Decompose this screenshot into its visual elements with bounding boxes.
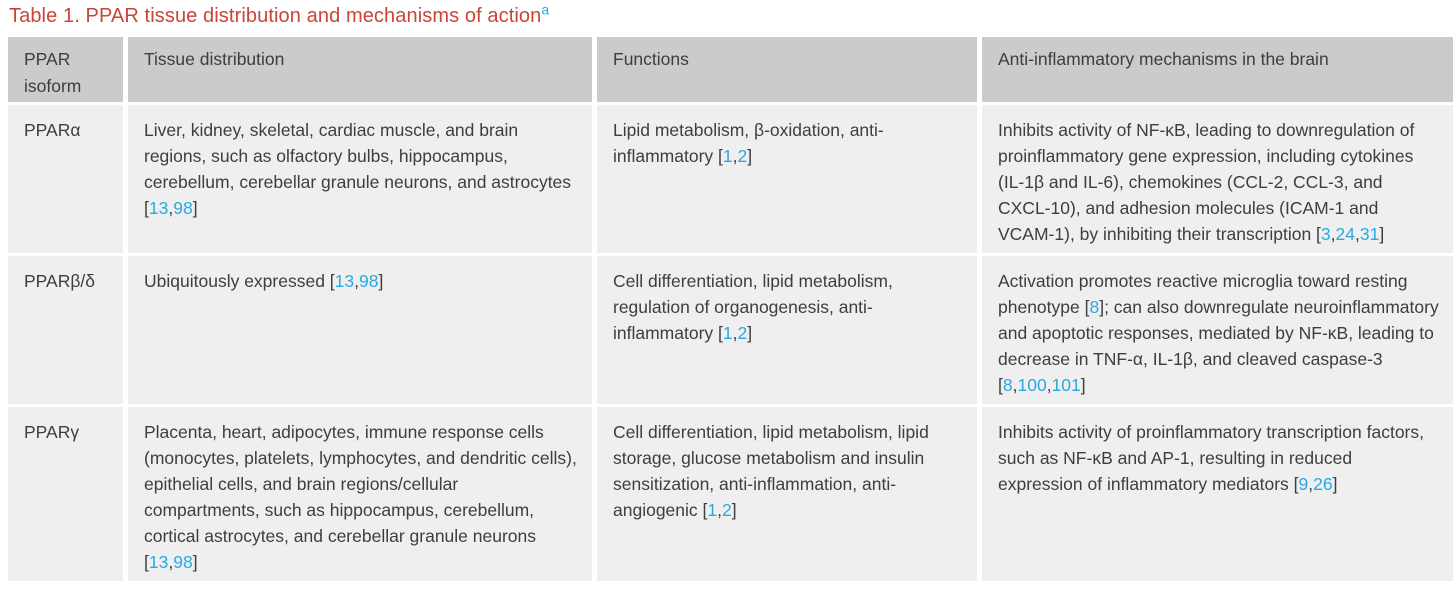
cell-isoform-ppar-gamma: PPARγ xyxy=(8,407,128,581)
cell-mechanisms-ppar-alpha: Inhibits activity of NF-κB, leading to d… xyxy=(982,105,1453,256)
cell-text: ] xyxy=(731,500,737,520)
cell-text: ] xyxy=(1332,474,1338,494)
cell-tissue-ppar-gamma: Placenta, heart, adipocytes, immune resp… xyxy=(128,407,597,581)
table-row-ppar-alpha: PPARα Liver, kidney, skeletal, cardiac m… xyxy=(8,105,1453,256)
table-row-ppar-beta-delta: PPARβ/δ Ubiquitously expressed [13,98] C… xyxy=(8,256,1453,407)
cell-mechanisms-ppar-beta-delta: Activation promotes reactive microglia t… xyxy=(982,256,1453,407)
reference-link[interactable]: 8 xyxy=(1002,375,1013,395)
reference-link[interactable]: 98 xyxy=(359,271,379,291)
table-title: Table 1. PPAR tissue distribution and me… xyxy=(0,0,1456,28)
cell-text: ] xyxy=(192,198,198,218)
column-header-tissue-distribution: Tissue distribution xyxy=(128,37,597,105)
cell-text: , xyxy=(168,552,174,572)
cell-isoform-ppar-alpha: PPARα xyxy=(8,105,128,256)
reference-link[interactable]: 1 xyxy=(722,146,733,166)
cell-text: Activation promotes reactive microglia t… xyxy=(998,271,1408,317)
cell-text: Cell differentiation, lipid metabolism, … xyxy=(613,271,893,343)
reference-link[interactable]: 13 xyxy=(334,271,355,291)
cell-functions-ppar-beta-delta: Cell differentiation, lipid metabolism, … xyxy=(597,256,982,407)
cell-functions-ppar-alpha: Lipid metabolism, β-oxidation, anti-infl… xyxy=(597,105,982,256)
cell-text: ] xyxy=(1080,375,1086,395)
table-header: PPAR isoform Tissue distribution Functio… xyxy=(8,37,1453,105)
table-body: PPARα Liver, kidney, skeletal, cardiac m… xyxy=(8,105,1453,581)
cell-text: , xyxy=(1330,224,1336,244)
cell-text: ] xyxy=(747,146,753,166)
reference-link[interactable]: 13 xyxy=(148,198,169,218)
cell-text: , xyxy=(1046,375,1052,395)
reference-link[interactable]: 100 xyxy=(1017,375,1047,395)
reference-link[interactable]: 3 xyxy=(1320,224,1331,244)
cell-text: , xyxy=(1012,375,1018,395)
cell-text: , xyxy=(1354,224,1360,244)
cell-isoform-ppar-beta-delta: PPARβ/δ xyxy=(8,256,128,407)
cell-text: Liver, kidney, skeletal, cardiac muscle,… xyxy=(144,120,572,218)
cell-text: ] xyxy=(747,323,753,343)
cell-text: Ubiquitously expressed [ xyxy=(144,271,335,291)
cell-text: ] xyxy=(378,271,384,291)
cell-text: Lipid metabolism, β-oxidation, anti-infl… xyxy=(613,120,884,166)
cell-text: , xyxy=(717,500,722,520)
cell-mechanisms-ppar-gamma: Inhibits activity of proinflammatory tra… xyxy=(982,407,1453,581)
cell-text: ] xyxy=(1379,224,1385,244)
cell-text: Inhibits activity of NF-κB, leading to d… xyxy=(998,120,1415,244)
reference-link[interactable]: 98 xyxy=(173,198,193,218)
reference-link[interactable]: 2 xyxy=(737,323,748,343)
reference-link[interactable]: 24 xyxy=(1335,224,1355,244)
reference-link[interactable]: 9 xyxy=(1298,474,1309,494)
cell-text: ]; can also downregulate neuroinflammato… xyxy=(998,297,1439,395)
reference-link[interactable]: 8 xyxy=(1089,297,1100,317)
cell-text: Cell differentiation, lipid metabolism, … xyxy=(613,422,929,520)
cell-tissue-ppar-alpha: Liver, kidney, skeletal, cardiac muscle,… xyxy=(128,105,597,256)
cell-text: , xyxy=(168,198,174,218)
reference-link[interactable]: 31 xyxy=(1359,224,1380,244)
cell-text: Placenta, heart, adipocytes, immune resp… xyxy=(144,422,577,572)
reference-link[interactable]: 1 xyxy=(722,323,733,343)
cell-tissue-ppar-beta-delta: Ubiquitously expressed [13,98] xyxy=(128,256,597,407)
column-header-anti-inflammatory-mechanisms: Anti-inflammatory mechanisms in the brai… xyxy=(982,37,1453,105)
cell-text: , xyxy=(354,271,359,291)
cell-text: ] xyxy=(192,552,198,572)
reference-link[interactable]: 101 xyxy=(1051,375,1081,395)
table-title-text: Table 1. PPAR tissue distribution and me… xyxy=(9,5,542,27)
cell-text: Inhibits activity of proinflammatory tra… xyxy=(998,422,1424,494)
cell-functions-ppar-gamma: Cell differentiation, lipid metabolism, … xyxy=(597,407,982,581)
ppar-table: PPAR isoform Tissue distribution Functio… xyxy=(8,37,1453,581)
reference-link[interactable]: 26 xyxy=(1313,474,1333,494)
column-header-ppar-isoform: PPAR isoform xyxy=(8,37,128,105)
reference-link[interactable]: 1 xyxy=(707,500,718,520)
cell-text: , xyxy=(732,323,738,343)
reference-link[interactable]: 13 xyxy=(148,552,169,572)
table-row-ppar-gamma: PPARγ Placenta, heart, adipocytes, immun… xyxy=(8,407,1453,581)
column-header-functions: Functions xyxy=(597,37,982,105)
cell-text: , xyxy=(1308,474,1314,494)
header-row: PPAR isoform Tissue distribution Functio… xyxy=(8,37,1453,105)
footnote-marker[interactable]: a xyxy=(541,1,550,18)
cell-text: , xyxy=(732,146,738,166)
reference-link[interactable]: 2 xyxy=(722,500,732,520)
reference-link[interactable]: 98 xyxy=(173,552,193,572)
reference-link[interactable]: 2 xyxy=(737,146,748,166)
